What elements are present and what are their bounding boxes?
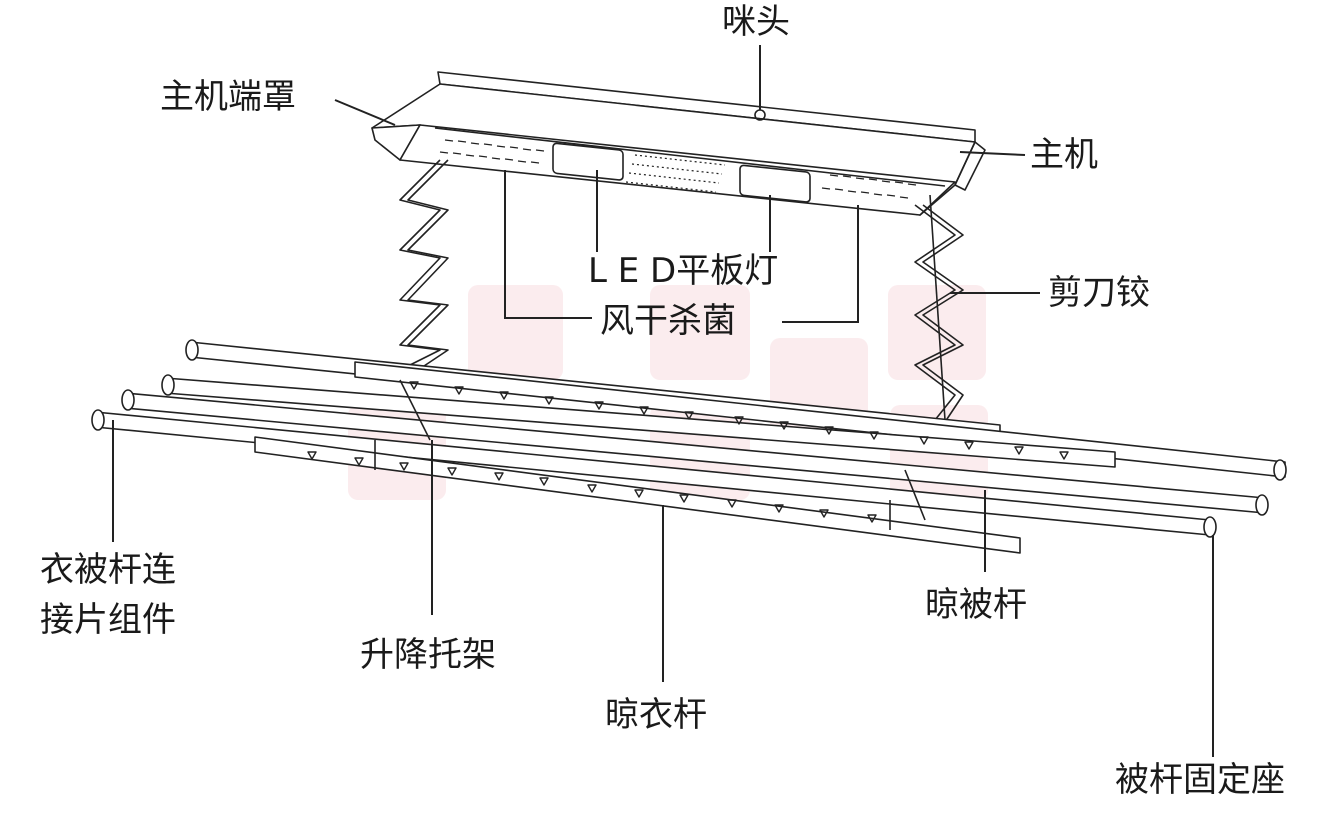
label-connector-line2: 接片组件 <box>40 600 176 640</box>
label-mic: 咪头 <box>722 2 790 42</box>
label-clothes-pole: 晾衣杆 <box>605 695 707 735</box>
label-host-cover: 主机端罩 <box>160 77 296 117</box>
led-panel-right <box>739 164 811 203</box>
pole-end-caps <box>91 339 1287 538</box>
label-connector-line1: 衣被杆连 <box>40 550 176 590</box>
scissor-hinge-left <box>399 159 449 371</box>
label-lift-bracket: 升降托架 <box>360 635 496 675</box>
label-quilt-pole-mount: 被杆固定座 <box>1115 760 1285 800</box>
label-host: 主机 <box>1030 135 1098 175</box>
label-scissor-hinge: 剪刀铰 <box>1048 273 1150 313</box>
hanger-hooks <box>307 381 1069 523</box>
lift-brackets <box>374 379 926 530</box>
host-unit <box>371 71 986 216</box>
led-panel-left <box>552 142 624 181</box>
label-quilt-pole: 晾被杆 <box>925 585 1027 625</box>
vent-holes <box>439 139 917 199</box>
label-dry-sterilize: 风干杀菌 <box>600 301 736 341</box>
scissor-hinge-right <box>914 194 964 426</box>
label-led-panel-light: L E D平板灯 <box>588 251 779 291</box>
leader-lines <box>112 45 1214 757</box>
